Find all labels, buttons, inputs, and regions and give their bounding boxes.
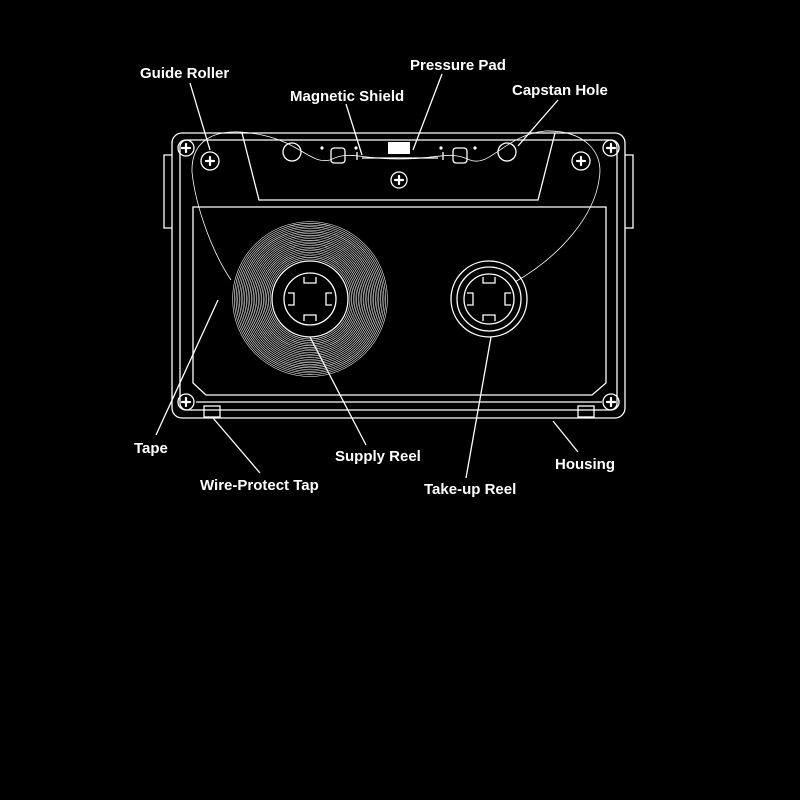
housing-outer [171,132,626,419]
leader-magnetic-shield [345,103,363,156]
supply-reel [232,221,388,377]
hub-tooth [482,277,496,284]
cassette-housing [163,132,634,419]
leader-guide-roller [189,82,211,151]
screw-top-left [177,139,195,157]
hub-tooth [325,292,332,306]
supply-reel-hub-inner [283,272,337,326]
leader-capstan-hole [517,99,559,147]
tape-winding [269,258,351,340]
pin-dot [439,146,443,150]
tape-winding [261,250,359,348]
label-wire-protect-tap: Wire-Protect Tap [200,477,319,494]
tape-winding [244,233,376,365]
tape-winding [239,228,381,370]
pin-dot [473,146,477,150]
label-tape: Tape [134,440,168,457]
tape-winding [247,236,373,362]
leader-tape [155,299,219,436]
label-supply-reel: Supply Reel [335,448,421,465]
tape-path [191,130,601,283]
tape-winding [235,224,385,374]
leader-supply-reel [309,336,367,446]
tape-winding [242,231,378,367]
tape-winding [237,226,383,372]
guide-roller-left [200,151,220,171]
tape-winding [240,229,380,369]
wire-protect-tab-left [203,405,221,418]
wire-protect-tab-right [577,405,595,418]
tape-winding [268,257,352,341]
capstan-hole-right [497,142,517,162]
hub-tooth [288,292,295,306]
hub-tooth [303,277,317,284]
leader-wire-protect-tap [212,417,261,474]
tape-winding [256,245,364,353]
tape-winding [262,251,358,347]
tape-winding [259,248,361,350]
hub-tooth [467,292,474,306]
hub-tooth [303,314,317,321]
head-area [241,132,556,201]
take-up-reel-outer [450,260,528,338]
supply-reel-tape-wound [232,221,388,377]
label-capstan-hole: Capstan Hole [512,82,608,99]
left-side-tab [163,154,172,229]
tape-winding [251,240,369,358]
leader-housing [552,420,579,453]
take-up-reel-hub [463,273,515,325]
pin-dot [320,146,324,150]
tape-winding [232,221,388,377]
guide-roller-right [571,151,591,171]
tape-winding [234,223,386,375]
label-guide-roller: Guide Roller [140,65,229,82]
capstan-hole-left [282,142,302,162]
pressure-pad [388,142,410,154]
tape-winding [264,253,356,345]
housing-inner [179,139,618,411]
screw-bottom-left [177,393,195,411]
right-side-tab [625,154,634,229]
leader-lines [155,73,579,479]
tape-winding [257,246,363,352]
tape-winding [254,243,366,355]
label-magnetic-shield: Magnetic Shield [290,88,404,105]
label-take-up-reel: Take-up Reel [424,481,516,498]
take-up-reel [450,260,528,338]
head-opening [241,132,556,201]
screw-center-top [390,171,408,189]
take-up-reel-middle [456,266,522,332]
leader-take-up-reel [465,336,492,479]
tape-winding [266,255,354,343]
hub-tooth [482,314,496,321]
tape-winding [245,234,375,364]
tape-winding [252,241,368,357]
label-pressure-pad: Pressure Pad [410,57,506,74]
screw-bottom-right [602,393,620,411]
tape-winding [249,238,371,360]
hub-tooth [504,292,511,306]
label-housing: Housing [555,456,615,473]
leader-pressure-pad [412,73,443,151]
screw-top-right [602,139,620,157]
label-window [192,206,607,396]
pin-dot [354,146,358,150]
